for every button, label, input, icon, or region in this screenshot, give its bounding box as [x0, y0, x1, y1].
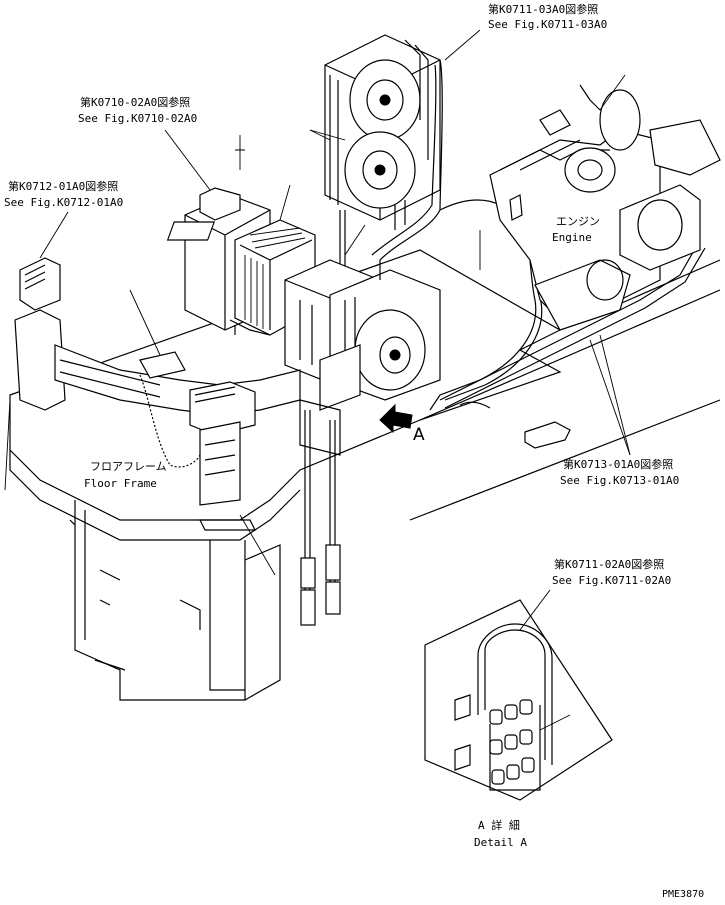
air-duct [14, 257, 301, 531]
callout-labels: 第K0711-03A0図参照 See Fig.K0711-03A0 第K0710… [4, 2, 704, 900]
ref-k0712-01-jp: 第K0712-01A0図参照 [8, 179, 118, 193]
detail-a-title-en: Detail A [474, 836, 527, 849]
view-arrow-a-label: A [413, 425, 425, 445]
ref-k0711-02-en: See Fig.K0711-02A0 [552, 574, 671, 587]
engine [489, 84, 721, 449]
engine-label-en: Engine [552, 231, 592, 244]
ref-k0711-03-en: See Fig.K0711-03A0 [488, 18, 607, 31]
ref-k0710-02-jp: 第K0710-02A0図参照 [80, 95, 190, 109]
valve-cluster [489, 699, 541, 791]
leader-lines [4, 29, 631, 631]
condenser-fan-unit [309, 34, 441, 280]
ref-k0711-03-jp: 第K0711-03A0図参照 [488, 2, 598, 16]
heater-unit [284, 259, 441, 626]
view-arrow-a [379, 403, 413, 434]
ref-k0712-01-en: See Fig.K0712-01A0 [4, 196, 123, 209]
ref-k0713-01-jp: 第K0713-01A0図参照 [563, 457, 673, 471]
ref-k0711-02-jp: 第K0711-02A0図参照 [554, 557, 664, 571]
detail-a-title-jp: A 詳 細 [478, 818, 520, 832]
floor-frame-label-en: Floor Frame [84, 477, 157, 490]
engine-label-jp: エンジン [556, 215, 600, 228]
detail-a-inset [424, 599, 613, 801]
ref-k0710-02-en: See Fig.K0710-02A0 [78, 112, 197, 125]
ref-k0713-01-en: See Fig.K0713-01A0 [560, 474, 679, 487]
floor-frame-label-jp: フロアフレーム [90, 460, 167, 473]
drawing-number: PME3870 [662, 889, 704, 900]
